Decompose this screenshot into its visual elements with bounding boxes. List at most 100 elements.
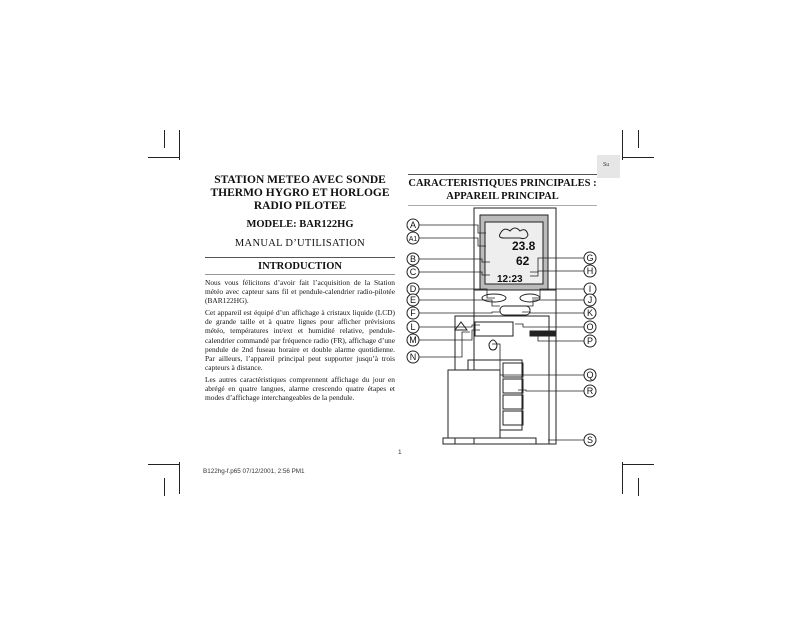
callout-q bbox=[583, 368, 597, 382]
divider bbox=[205, 257, 395, 258]
leader-line bbox=[419, 329, 480, 341]
leader-line bbox=[419, 299, 500, 307]
lcd-screen bbox=[484, 221, 544, 285]
title-line: THERMO HYGRO ET HORLOGE bbox=[210, 187, 390, 199]
crop-mark bbox=[164, 130, 165, 148]
callout-h bbox=[583, 264, 597, 278]
leader-line bbox=[419, 324, 480, 328]
crop-mark bbox=[164, 478, 165, 496]
callout-label: K bbox=[587, 308, 593, 318]
title-line: STATION METEO AVEC SONDE bbox=[214, 174, 386, 186]
callout-b bbox=[406, 252, 420, 266]
callout-label: I bbox=[589, 284, 592, 294]
callout-g bbox=[583, 251, 597, 265]
battery-cover bbox=[447, 369, 501, 439]
callout-label: E bbox=[410, 295, 416, 305]
callout-label: A1 bbox=[409, 236, 418, 243]
heading-line: CARACTERISTIQUES PRINCIPALES : bbox=[408, 178, 597, 189]
weather-cloud-icon bbox=[499, 227, 529, 240]
model-heading: MODELE: BAR122HG bbox=[246, 219, 354, 230]
crop-mark bbox=[179, 462, 180, 494]
callout-label: Q bbox=[586, 370, 593, 380]
leader-line bbox=[530, 270, 584, 277]
left-column: STATION METEO AVEC SONDE THERMO HYGRO ET… bbox=[205, 174, 395, 402]
leader-line bbox=[525, 299, 584, 307]
leader-line bbox=[522, 311, 584, 314]
crop-mark bbox=[638, 478, 639, 496]
antenna-icon bbox=[454, 321, 468, 331]
leader-line bbox=[492, 343, 584, 376]
callout-p bbox=[583, 334, 597, 348]
callout-label: H bbox=[587, 266, 594, 276]
paragraph: Nous vous félicitons d’avoir fait l’acqu… bbox=[205, 278, 395, 306]
divider bbox=[408, 205, 597, 206]
callout-label: S bbox=[587, 435, 593, 445]
crop-mark bbox=[638, 130, 639, 148]
leader-line bbox=[518, 389, 584, 392]
leader-line bbox=[419, 224, 486, 234]
divider bbox=[205, 274, 395, 275]
title-line: RADIO PILOTEE bbox=[253, 200, 347, 212]
crop-mark bbox=[622, 157, 654, 158]
callout-j bbox=[583, 293, 597, 307]
callout-label: F bbox=[410, 308, 416, 318]
hanging-hole bbox=[488, 339, 498, 351]
lcd-humidity: 62 bbox=[516, 254, 530, 268]
crop-mark bbox=[622, 464, 654, 465]
callout-n bbox=[406, 350, 420, 364]
stand bbox=[529, 330, 556, 337]
callout-l bbox=[406, 320, 420, 334]
leader-line bbox=[419, 258, 490, 263]
button-cluster bbox=[481, 293, 507, 303]
tab-label: Su bbox=[603, 162, 610, 168]
callout-e bbox=[406, 293, 420, 307]
leader-line bbox=[532, 288, 584, 299]
switch-panel bbox=[474, 321, 514, 337]
leader-line bbox=[530, 257, 584, 273]
manual-subtitle: MANUAL D’UTILISATION bbox=[234, 238, 366, 249]
callout-label: R bbox=[587, 386, 594, 396]
callout-label: L bbox=[410, 322, 415, 332]
crop-mark bbox=[622, 462, 623, 494]
callout-c bbox=[406, 265, 420, 279]
leader-line bbox=[419, 271, 490, 276]
crop-mark bbox=[622, 130, 623, 160]
section-heading: CARACTERISTIQUES PRINCIPALES : APPAREIL … bbox=[405, 177, 600, 203]
callout-label: G bbox=[586, 253, 593, 263]
footer-slug: B122hg-f.p65 07/12/2001, 2:56 PM1 bbox=[203, 468, 305, 475]
callout-label: C bbox=[410, 267, 417, 277]
callout-label: M bbox=[409, 335, 417, 345]
language-tab: Su bbox=[597, 155, 620, 178]
leader-line bbox=[419, 237, 486, 247]
lcd-temperature: 23.8 bbox=[512, 239, 536, 253]
leader-line bbox=[419, 311, 500, 314]
heading-line: APPAREIL PRINCIPAL bbox=[446, 191, 559, 202]
paragraph: Les autres caractéristiques comprennent … bbox=[205, 374, 395, 403]
callout-m bbox=[406, 333, 420, 347]
callout-label: D bbox=[410, 284, 417, 294]
leader-line bbox=[530, 333, 584, 342]
callout-r bbox=[583, 384, 597, 398]
snooze-button bbox=[499, 305, 531, 316]
base bbox=[442, 437, 537, 445]
callout-label: A bbox=[410, 220, 416, 230]
page-number: 1 bbox=[398, 449, 402, 456]
callout-a1 bbox=[406, 231, 420, 245]
leader-line bbox=[419, 288, 495, 299]
callout-label: J bbox=[588, 295, 593, 305]
callout-s bbox=[583, 433, 597, 447]
callout-label: N bbox=[410, 352, 417, 362]
callout-k bbox=[583, 306, 597, 320]
callout-label: B bbox=[410, 254, 416, 264]
divider bbox=[408, 174, 597, 175]
leader-line bbox=[419, 331, 470, 358]
crop-mark bbox=[148, 464, 180, 465]
crop-mark bbox=[179, 130, 180, 160]
lcd-time: 12:23 bbox=[497, 274, 523, 285]
callout-f bbox=[406, 306, 420, 320]
section-heading: INTRODUCTION bbox=[257, 261, 342, 272]
callout-label: P bbox=[587, 336, 593, 346]
leader-line bbox=[515, 323, 584, 328]
